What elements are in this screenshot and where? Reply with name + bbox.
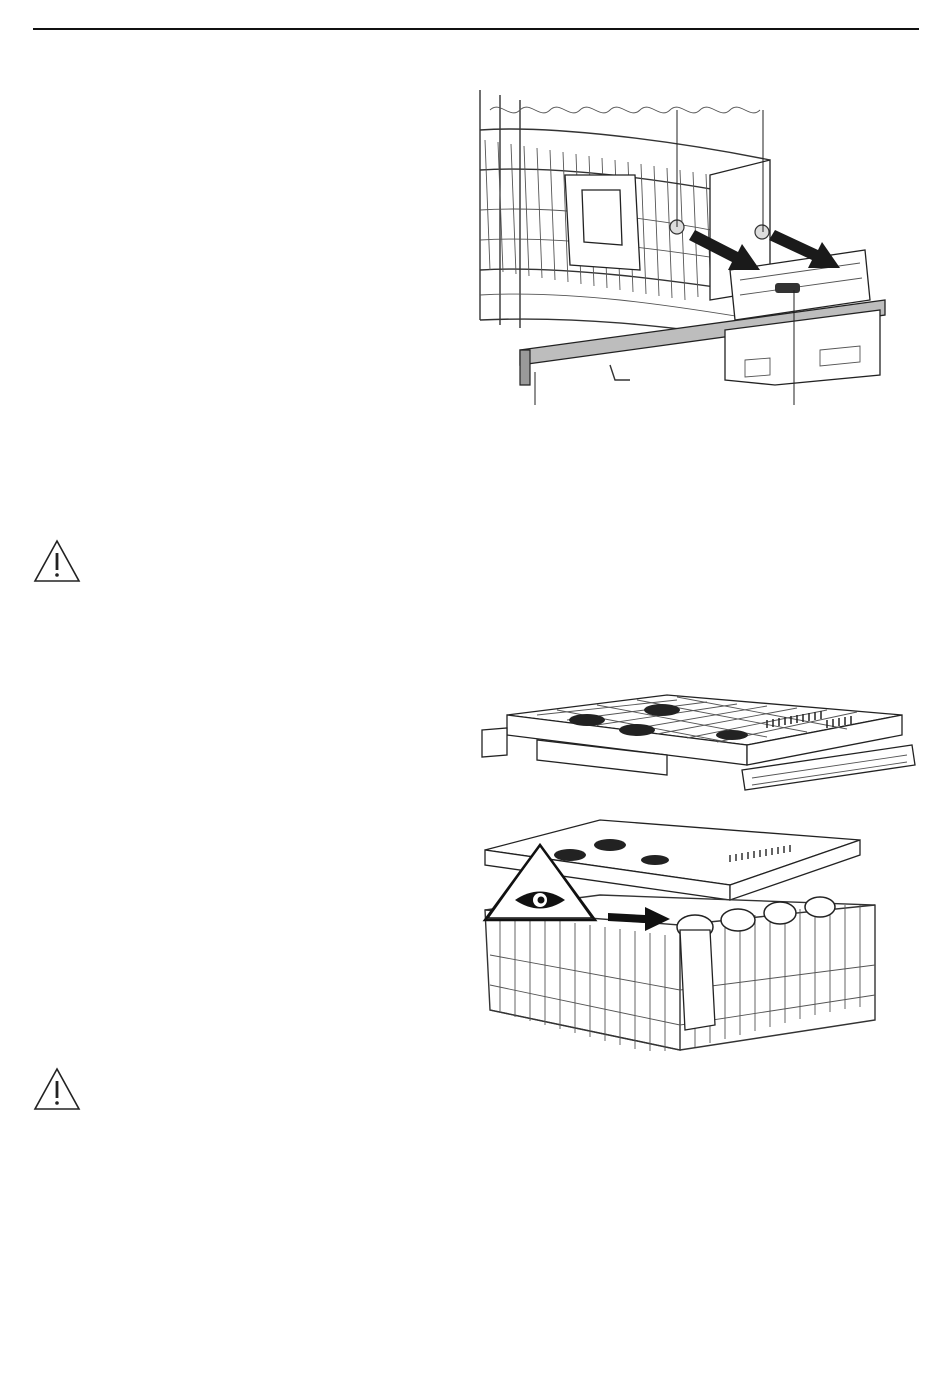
tray-and-basket-check-figure: [480, 815, 910, 1055]
upper-basket-adjustment-figure: [470, 80, 890, 410]
warning-triangle-icon: [32, 1066, 82, 1112]
cutlery-tray-figure: [477, 690, 917, 805]
basket-wire-frame: [480, 90, 870, 340]
header-rule: [33, 28, 919, 30]
warning-triangle-icon: [32, 538, 82, 584]
arrow-icon: [608, 907, 670, 931]
